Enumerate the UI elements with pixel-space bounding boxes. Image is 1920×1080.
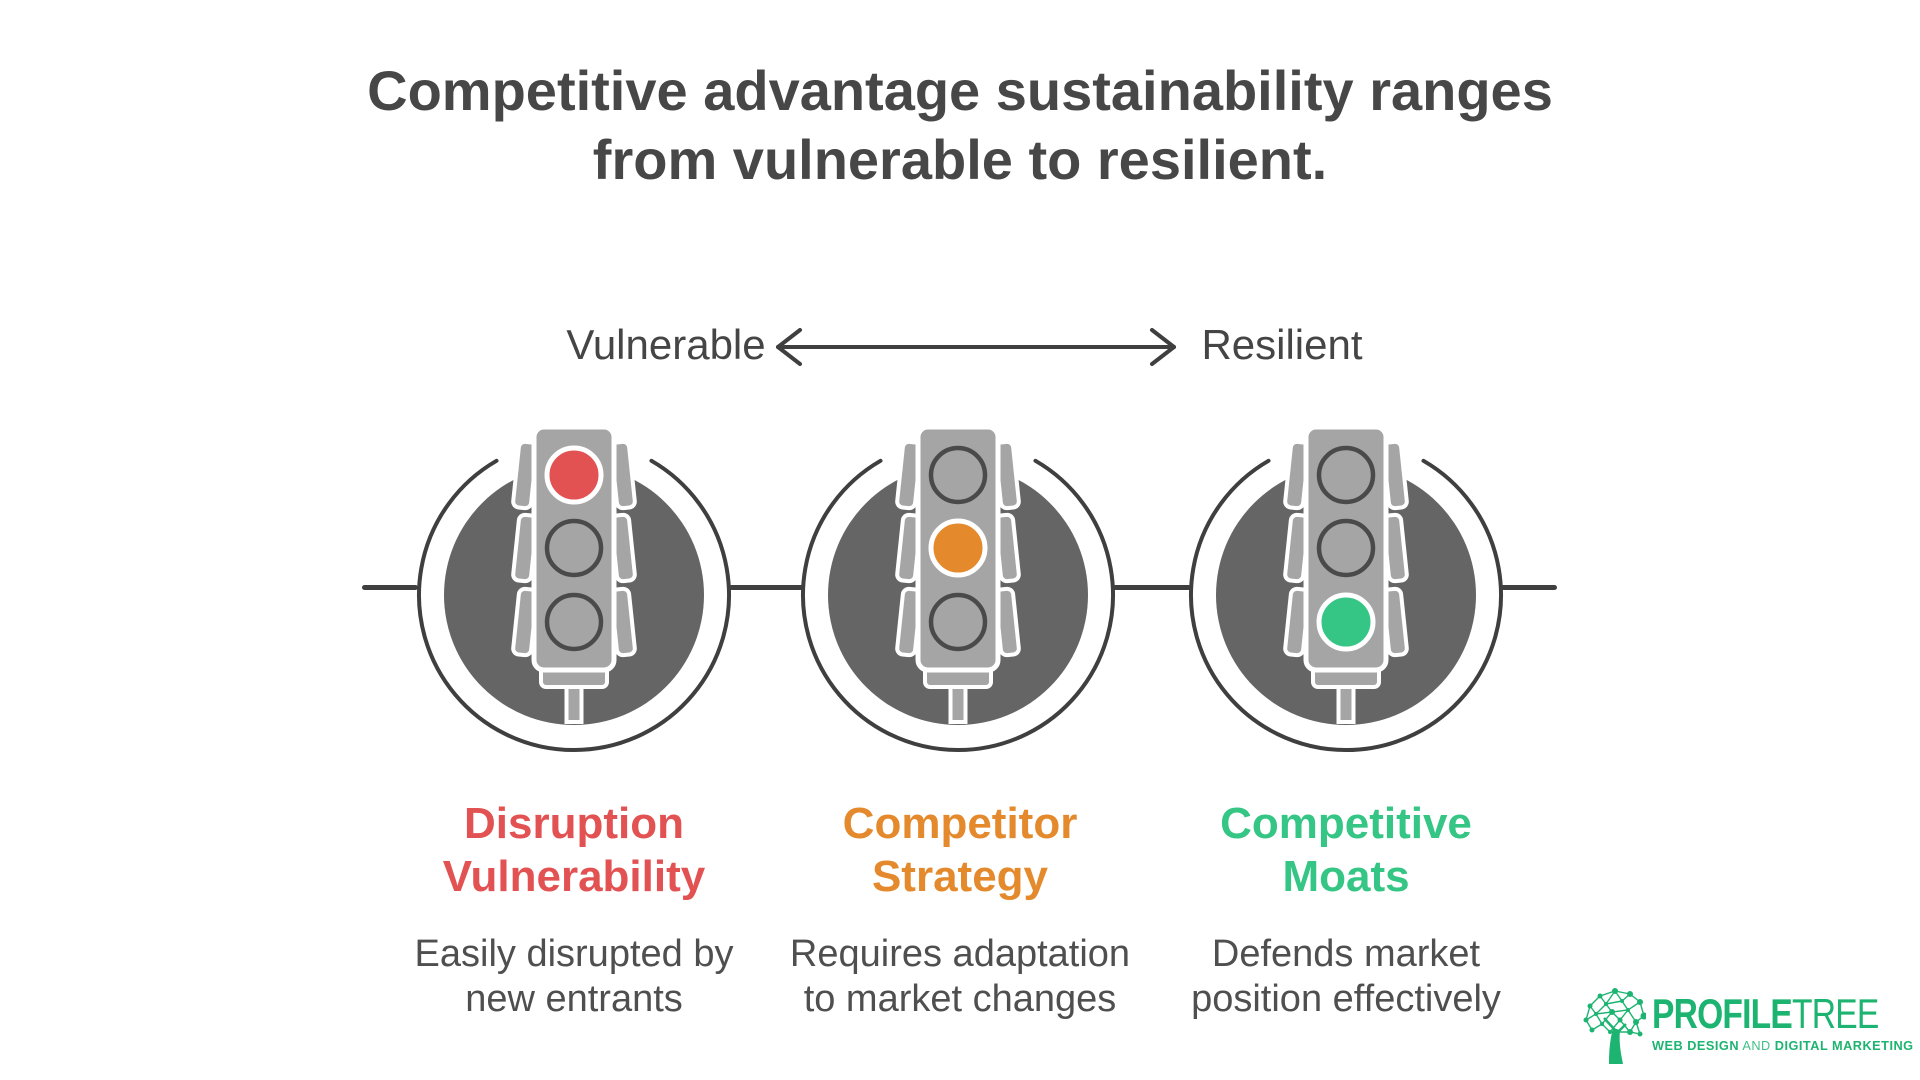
desc-competitive-moats: Defends market position effectively bbox=[1116, 932, 1576, 1022]
desc-line: position effectively bbox=[1191, 978, 1501, 1020]
outer-ring bbox=[1189, 458, 1503, 752]
desc-line: Defends market bbox=[1211, 933, 1481, 975]
tree-network-icon bbox=[1583, 988, 1646, 1064]
heading-line: Strategy bbox=[871, 852, 1049, 901]
page-title-line1: Competitive advantage sustainability ran… bbox=[367, 59, 1553, 122]
middle-lamp-off bbox=[1316, 518, 1376, 578]
middle-lamp-off bbox=[544, 518, 604, 578]
top-lamp-off bbox=[928, 445, 988, 505]
desc-line: Requires adaptation bbox=[789, 933, 1131, 975]
page-title: Competitive advantage sustainability ran… bbox=[0, 56, 1920, 194]
heading-line: Competitor bbox=[842, 799, 1078, 848]
heading-line: Vulnerability bbox=[442, 852, 706, 901]
desc-disruption-vulnerability: Easily disrupted by new entrants bbox=[344, 932, 804, 1022]
desc-line: Easily disrupted by bbox=[414, 933, 734, 975]
traffic-light-red-unit bbox=[417, 424, 731, 752]
logo-wordmark: PROFILETREE bbox=[1652, 993, 1879, 1035]
tagline-digital-marketing: DIGITAL MARKETING bbox=[1774, 1038, 1914, 1053]
desc-line: to market changes bbox=[803, 978, 1117, 1020]
traffic-light-icon bbox=[1283, 424, 1409, 724]
logo-wordmark-profile: PROFILE bbox=[1652, 990, 1793, 1037]
heading-line: Disruption bbox=[464, 799, 684, 848]
logo-wordmark-tree: TREE bbox=[1792, 990, 1879, 1037]
connector-line-mid-left bbox=[729, 585, 804, 590]
heading-competitor-strategy: Competitor Strategy bbox=[740, 797, 1180, 903]
scale-label-resilient: Resilient bbox=[1201, 321, 1363, 368]
connector-line-far-left bbox=[362, 585, 418, 590]
connector-line-mid-right bbox=[1113, 585, 1191, 590]
orange-lamp-lit bbox=[928, 518, 988, 578]
heading-disruption-vulnerability: Disruption Vulnerability bbox=[354, 797, 794, 903]
traffic-light-orange-unit bbox=[801, 424, 1115, 752]
outer-ring bbox=[801, 458, 1115, 752]
double-headed-arrow-icon bbox=[776, 328, 1176, 366]
heading-line: Competitive bbox=[1220, 799, 1472, 848]
visor-flaps bbox=[511, 439, 637, 658]
visor-flaps bbox=[895, 439, 1021, 658]
tagline-and: AND bbox=[1742, 1038, 1771, 1053]
tagline-web-design: WEB DESIGN bbox=[1652, 1038, 1740, 1053]
outer-ring bbox=[417, 458, 731, 752]
bottom-lamp-off bbox=[544, 592, 604, 652]
traffic-light-green-unit bbox=[1189, 424, 1503, 752]
red-lamp-lit bbox=[544, 445, 604, 505]
connector-line-far-right bbox=[1501, 585, 1557, 590]
traffic-light-icon bbox=[895, 424, 1021, 724]
logo-tagline: WEB DESIGN AND DIGITAL MARKETING bbox=[1652, 1038, 1920, 1053]
top-lamp-off bbox=[1316, 445, 1376, 505]
heading-competitive-moats: Competitive Moats bbox=[1126, 797, 1566, 903]
desc-competitor-strategy: Requires adaptation to market changes bbox=[730, 932, 1190, 1022]
bottom-lamp-off bbox=[928, 592, 988, 652]
green-lamp-lit bbox=[1316, 592, 1376, 652]
desc-line: new entrants bbox=[465, 978, 683, 1020]
profiletree-logo: PROFILETREE WEB DESIGN AND DIGITAL MARKE… bbox=[1582, 986, 1920, 1066]
visor-flaps bbox=[1283, 439, 1409, 658]
traffic-light-icon bbox=[511, 424, 637, 724]
logo-text-block: PROFILETREE WEB DESIGN AND DIGITAL MARKE… bbox=[1652, 993, 1920, 1054]
heading-line: Moats bbox=[1282, 852, 1410, 901]
page-title-line2: from vulnerable to resilient. bbox=[592, 128, 1328, 191]
scale-label-vulnerable: Vulnerable bbox=[566, 321, 766, 368]
